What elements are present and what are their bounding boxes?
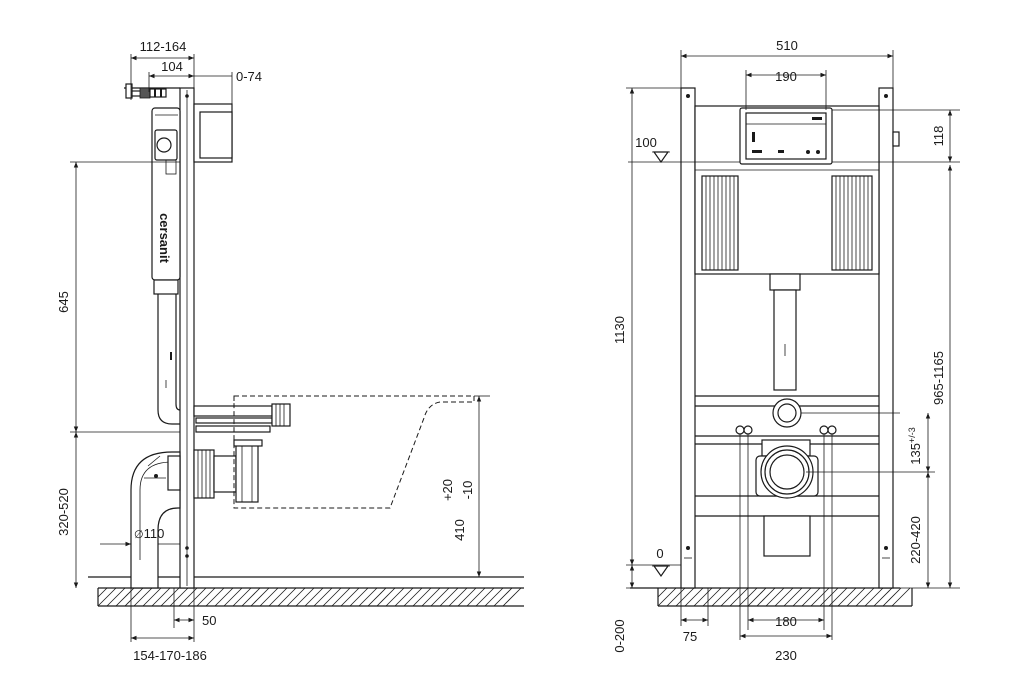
front-cistern [694, 105, 880, 275]
front-waste-outlet [755, 439, 935, 557]
level-0-marker: 0 [626, 546, 681, 578]
dim-height-1130-label: 1130 [612, 316, 627, 344]
side-frame-post [179, 87, 195, 589]
level-100-label: 100 [635, 135, 657, 150]
dim-width-510-label: 510 [776, 38, 798, 53]
side-flush-pipe [157, 294, 181, 425]
front-floor [630, 587, 913, 607]
dim-width-190-label: 190 [775, 69, 797, 84]
side-wc-bowl-outline [233, 395, 475, 509]
brand-logo-text: cersanit [157, 213, 172, 264]
side-waste-connector [193, 439, 263, 503]
side-view: cersanit [56, 39, 524, 663]
dim-bowl-plus-label: +20 [440, 479, 455, 501]
dim-top-depth-label: 104 [161, 59, 183, 74]
level-100-marker: 100 [628, 135, 695, 164]
dim-top-adjust: 0-74 [194, 69, 262, 104]
dim-height-135-text: 135+/-3 [907, 427, 923, 464]
side-floor-hatch [97, 587, 522, 607]
dim-bowl-height: +20 -10 410 [440, 395, 490, 577]
dim-width-510: 510 [680, 38, 894, 90]
dim-top-range-label: 112-164 [140, 39, 187, 54]
dim-top-adjust-label: 0-74 [236, 69, 262, 84]
front-flush-outlet [772, 398, 900, 428]
side-wall-bracket [124, 83, 180, 99]
dim-foot-50-label: 50 [202, 613, 216, 628]
dim-pipe-diameter-text: ∅110 [134, 526, 164, 541]
dim-height-320-520: 320-520 [56, 432, 79, 588]
dim-width-190: 190 [745, 69, 827, 110]
dim-height-220-420: 220-420 [908, 472, 931, 588]
dim-width-180: 180 [748, 614, 824, 629]
dim-width-230-label: 230 [775, 648, 797, 663]
dim-floor-0-200-label: 0-200 [612, 619, 627, 652]
dim-bowl-height-label: 410 [452, 519, 467, 541]
front-bowl-bolts [735, 425, 837, 640]
dim-bottom-range-label: 154-170-186 [133, 648, 207, 663]
dim-height-135: 135+/-3 [907, 413, 931, 472]
dim-height-118-label: 118 [931, 126, 946, 147]
dim-bottom: 50 154-170-186 [130, 588, 216, 663]
dim-height-118: 118 [832, 109, 960, 163]
dim-height-135-tolerance: +/-3 [907, 427, 917, 443]
diameter-symbol: ∅ [134, 529, 144, 541]
dim-height-645: 645 [56, 161, 180, 433]
level-0-label: 0 [656, 546, 663, 561]
front-frame-posts [680, 87, 900, 589]
dim-width-230: 230 [740, 633, 832, 663]
dim-top-depth: 104 [148, 59, 194, 92]
dim-height-135-label: 135 [908, 443, 923, 465]
front-view: 510 190 118 100 1130 [612, 38, 960, 663]
dim-height-965-1165-label: 965-1165 [931, 351, 946, 405]
dim-pipe-diameter: ∅110 [100, 526, 180, 547]
side-flush-connector [193, 403, 291, 433]
dim-top-range: 112-164 [130, 39, 195, 100]
dim-height-965-1165: 965-1165 [893, 165, 960, 589]
dim-pipe-diameter-label: 110 [144, 526, 165, 541]
dim-width-75: 75 [680, 588, 709, 644]
dim-bowl-minus-label: -10 [460, 481, 475, 500]
side-waste-elbow [130, 451, 181, 589]
cistern-ribs-left [701, 175, 739, 271]
dim-height-1130: 1130 [612, 87, 681, 565]
cistern-ribs-right [831, 175, 873, 271]
dim-height-320-520-label: 320-520 [56, 488, 71, 536]
side-actuator-box [193, 103, 233, 163]
front-floor-hatch [657, 587, 911, 607]
side-floor [88, 576, 524, 607]
dim-floor-0-200: 0-200 [612, 565, 658, 653]
side-cistern: cersanit [151, 107, 181, 295]
dim-width-180-label: 180 [775, 614, 797, 629]
dim-height-645-label: 645 [56, 291, 71, 313]
dim-height-220-420-label: 220-420 [908, 516, 923, 564]
front-flush-pipe [769, 273, 801, 391]
flush-plate [739, 107, 833, 165]
dim-width-75-label: 75 [683, 629, 697, 644]
